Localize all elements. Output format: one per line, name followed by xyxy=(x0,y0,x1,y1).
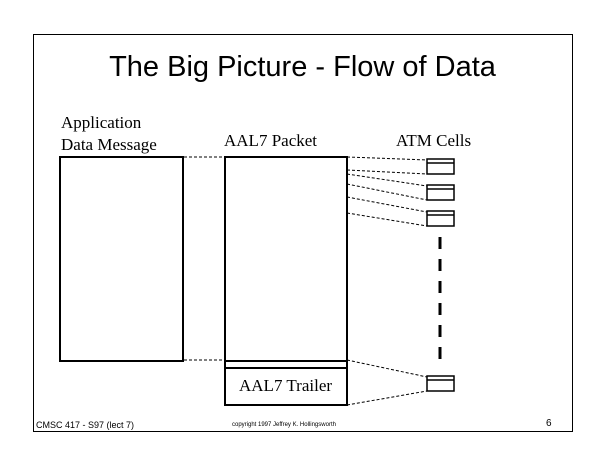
application-label-line2: Data Message xyxy=(61,135,157,154)
atm-cell xyxy=(426,375,455,392)
atm-cell xyxy=(426,158,455,175)
cell-connectors xyxy=(346,156,428,406)
page-number: 6 xyxy=(546,418,552,429)
footer-course: CMSC 417 - S97 (lect 7) xyxy=(36,420,135,430)
aal7-packet-box xyxy=(224,156,348,362)
aal7-packet-label: AAL7 Packet xyxy=(224,131,318,150)
slide-title: The Big Picture - Flow of Data xyxy=(109,51,496,83)
aal7-trailer-label: AAL7 Trailer xyxy=(239,376,333,395)
slide-frame xyxy=(33,34,573,432)
application-message-box xyxy=(59,156,184,362)
footer-copyright: copyright 1997 Jeffrey K. Hollingsworth xyxy=(232,422,336,428)
atm-cell xyxy=(426,210,455,227)
aal7-trailer-band xyxy=(224,360,348,369)
application-label-line1: Application xyxy=(61,113,142,132)
atm-cell xyxy=(426,184,455,201)
atm-cells-label: ATM Cells xyxy=(396,131,472,150)
aal7-trailer-box xyxy=(224,367,348,406)
